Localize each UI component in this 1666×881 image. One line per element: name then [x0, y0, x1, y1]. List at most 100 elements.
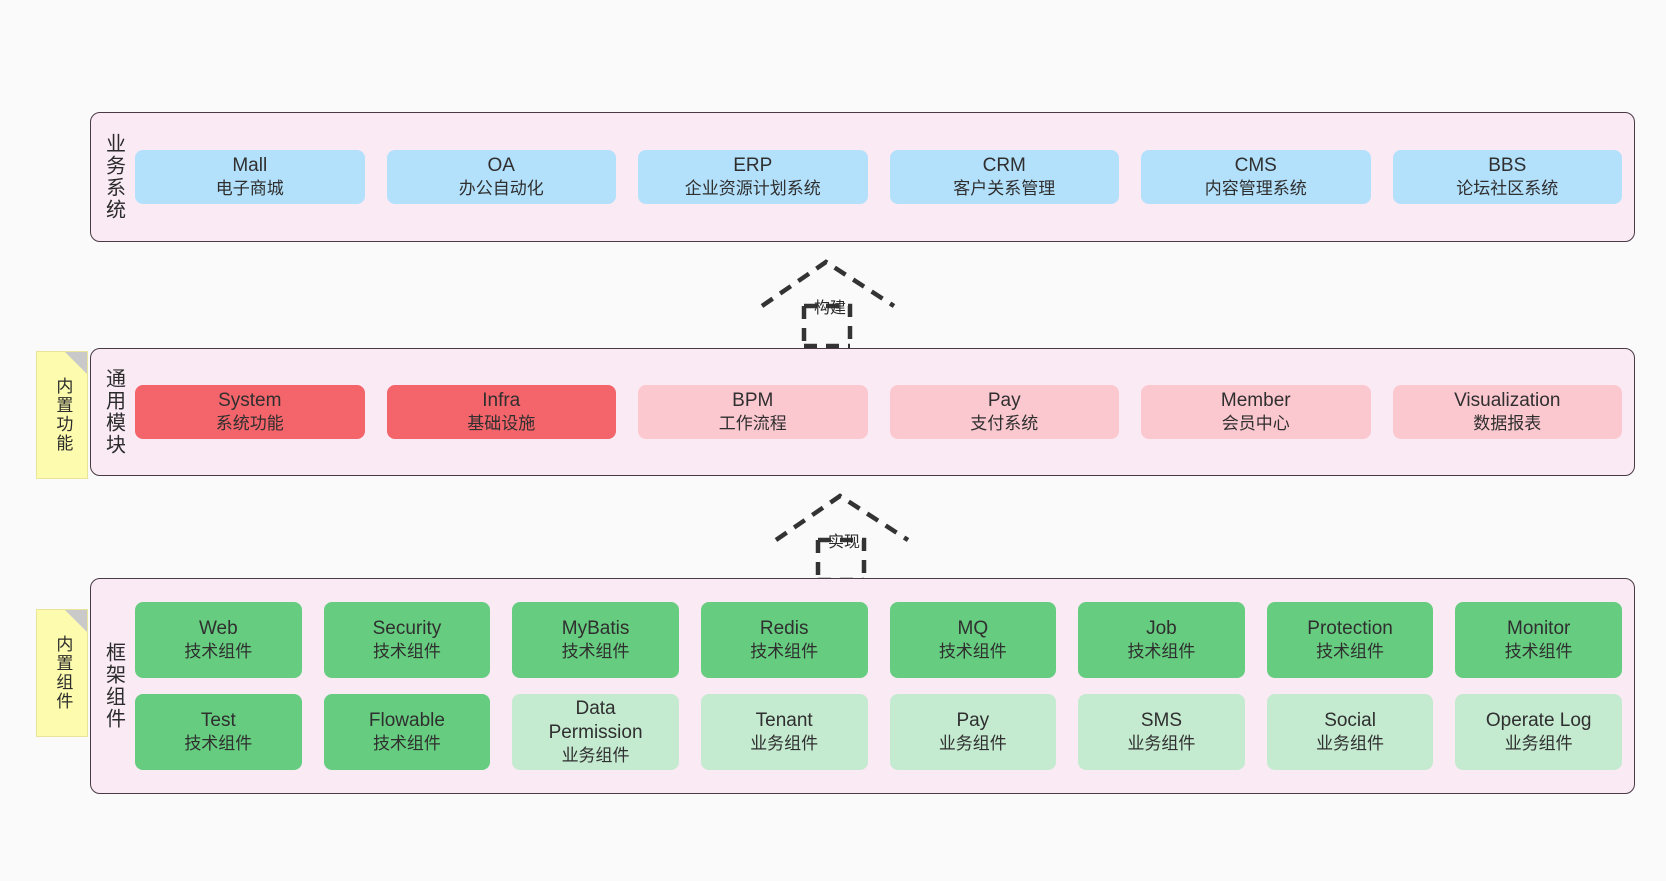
layer-label-common: 通用模块: [102, 368, 125, 456]
node-subtitle: 业务组件: [1127, 734, 1196, 754]
sticky-note-text: 内置组件: [53, 635, 73, 711]
sticky-note-text: 内置功能: [53, 377, 73, 453]
node-title: Security: [372, 617, 442, 639]
node-subtitle: 会员中心: [1221, 414, 1290, 434]
layer-body-business: Mall 电子商城 OA 办公自动化 ERP 企业资源计划系统 CRM 客户关系…: [135, 113, 1634, 241]
node-subtitle: 办公自动化: [458, 179, 544, 199]
node-pay-business[interactable]: Pay 业务组件: [889, 694, 1057, 770]
layer-body-framework: Web 技术组件 Security 技术组件 MyBatis 技术组件 Redi…: [135, 579, 1634, 793]
node-subtitle: 业务组件: [1316, 734, 1385, 754]
layer-business-systems: 业务系统 Mall 电子商城 OA 办公自动化 ERP 企业资源计划系统 CRM…: [90, 112, 1635, 242]
layer-body-common: System 系统功能 Infra 基础设施 BPM 工作流程 Pay 支付系统…: [135, 349, 1634, 475]
node-erp[interactable]: ERP 企业资源计划系统: [638, 149, 868, 205]
node-title: Visualization: [1454, 389, 1561, 411]
node-member[interactable]: Member 会员中心: [1141, 384, 1371, 440]
node-pay[interactable]: Pay 支付系统: [889, 384, 1119, 440]
node-title: Social: [1324, 709, 1376, 731]
layer-label-framework: 框架组件: [102, 642, 125, 730]
node-title: Job: [1146, 617, 1177, 639]
node-monitor[interactable]: Monitor 技术组件: [1455, 602, 1622, 678]
node-subtitle: 基础设施: [467, 414, 536, 434]
node-title: MQ: [957, 617, 989, 639]
node-sms[interactable]: SMS 业务组件: [1078, 694, 1245, 770]
node-title: BBS: [1488, 154, 1527, 176]
node-title: Mall: [232, 154, 268, 176]
node-title: Monitor: [1507, 617, 1571, 639]
node-row: System 系统功能 Infra 基础设施 BPM 工作流程 Pay 支付系统…: [135, 384, 1622, 440]
node-subtitle: 企业资源计划系统: [684, 179, 821, 199]
connector-implement: 实现: [772, 492, 912, 583]
node-title: Pay: [987, 389, 1021, 411]
connector-label-implement: 实现: [828, 534, 861, 551]
node-tenant[interactable]: Tenant 业务组件: [700, 694, 868, 770]
node-subtitle: 数据报表: [1473, 414, 1542, 434]
node-subtitle: 工作流程: [718, 414, 787, 434]
dashed-hollow-arrow-up-icon: [760, 259, 896, 349]
sticky-note-builtin-component: 内置组件: [36, 609, 88, 737]
node-subtitle: 技术组件: [1127, 642, 1196, 662]
node-subtitle: 业务组件: [561, 746, 630, 766]
node-title: System: [218, 389, 282, 411]
node-subtitle: 内容管理系统: [1204, 179, 1307, 199]
node-protection[interactable]: Protection 技术组件: [1266, 602, 1434, 678]
node-mybatis[interactable]: MyBatis 技术组件: [512, 602, 679, 678]
node-social[interactable]: Social 业务组件: [1266, 694, 1434, 770]
node-title: MyBatis: [561, 617, 630, 639]
node-title: BPM: [732, 389, 774, 411]
node-subtitle: 技术组件: [1316, 642, 1385, 662]
node-title: Tenant: [755, 709, 813, 731]
node-title-line2: Permission: [548, 722, 643, 744]
node-title: Protection: [1307, 617, 1393, 639]
layer-common-modules: 通用模块 System 系统功能 Infra 基础设施 BPM 工作流程 Pay…: [90, 348, 1635, 476]
sticky-note-builtin-function: 内置功能: [36, 351, 88, 479]
node-security[interactable]: Security 技术组件: [323, 602, 491, 678]
node-test[interactable]: Test 技术组件: [135, 694, 302, 770]
node-data-permission[interactable]: Data Permission 业务组件: [512, 694, 679, 770]
node-bpm[interactable]: BPM 工作流程: [638, 384, 868, 440]
layer-framework-components: 框架组件 Web 技术组件 Security 技术组件 MyBatis 技术组件…: [90, 578, 1635, 794]
node-system[interactable]: System 系统功能: [135, 384, 365, 440]
node-subtitle: 业务组件: [938, 734, 1007, 754]
node-operate-log[interactable]: Operate Log 业务组件: [1455, 694, 1622, 770]
node-crm[interactable]: CRM 客户关系管理: [889, 149, 1119, 205]
node-title: Pay: [956, 709, 990, 731]
node-subtitle: 论坛社区系统: [1456, 179, 1559, 199]
node-redis[interactable]: Redis 技术组件: [700, 602, 868, 678]
node-title: Web: [198, 617, 238, 639]
node-cms[interactable]: CMS 内容管理系统: [1141, 149, 1371, 205]
note-fold-corner-icon: [65, 610, 87, 632]
connector-build: 构建: [758, 258, 898, 349]
node-title: CRM: [982, 154, 1026, 176]
node-title: CMS: [1234, 154, 1277, 176]
node-subtitle: 技术组件: [184, 734, 253, 754]
node-subtitle: 技术组件: [1504, 642, 1573, 662]
node-visualization[interactable]: Visualization 数据报表: [1392, 384, 1622, 440]
node-oa[interactable]: OA 办公自动化: [386, 149, 616, 205]
node-title: Redis: [759, 617, 809, 639]
node-subtitle: 支付系统: [970, 414, 1039, 434]
node-job[interactable]: Job 技术组件: [1078, 602, 1245, 678]
node-bbs[interactable]: BBS 论坛社区系统: [1392, 149, 1622, 205]
node-title: ERP: [733, 154, 773, 176]
node-web[interactable]: Web 技术组件: [135, 602, 302, 678]
node-subtitle: 技术组件: [938, 642, 1007, 662]
node-title: Flowable: [368, 709, 445, 731]
node-title: Operate Log: [1485, 709, 1592, 731]
node-subtitle: 技术组件: [561, 642, 630, 662]
node-subtitle: 系统功能: [215, 414, 284, 434]
node-row: Test 技术组件 Flowable 技术组件 Data Permission …: [135, 694, 1622, 770]
node-flowable[interactable]: Flowable 技术组件: [323, 694, 491, 770]
node-title: OA: [487, 154, 515, 176]
node-mall[interactable]: Mall 电子商城: [135, 149, 365, 205]
node-title: Data: [575, 697, 616, 719]
connector-label-build: 构建: [814, 300, 847, 317]
node-subtitle: 技术组件: [372, 734, 441, 754]
node-subtitle: 客户关系管理: [953, 179, 1056, 199]
node-infra[interactable]: Infra 基础设施: [386, 384, 616, 440]
layer-label-business: 业务系统: [102, 133, 125, 221]
node-subtitle: 电子商城: [215, 179, 284, 199]
node-subtitle: 技术组件: [372, 642, 441, 662]
node-title: Infra: [482, 389, 521, 411]
node-mq[interactable]: MQ 技术组件: [889, 602, 1057, 678]
